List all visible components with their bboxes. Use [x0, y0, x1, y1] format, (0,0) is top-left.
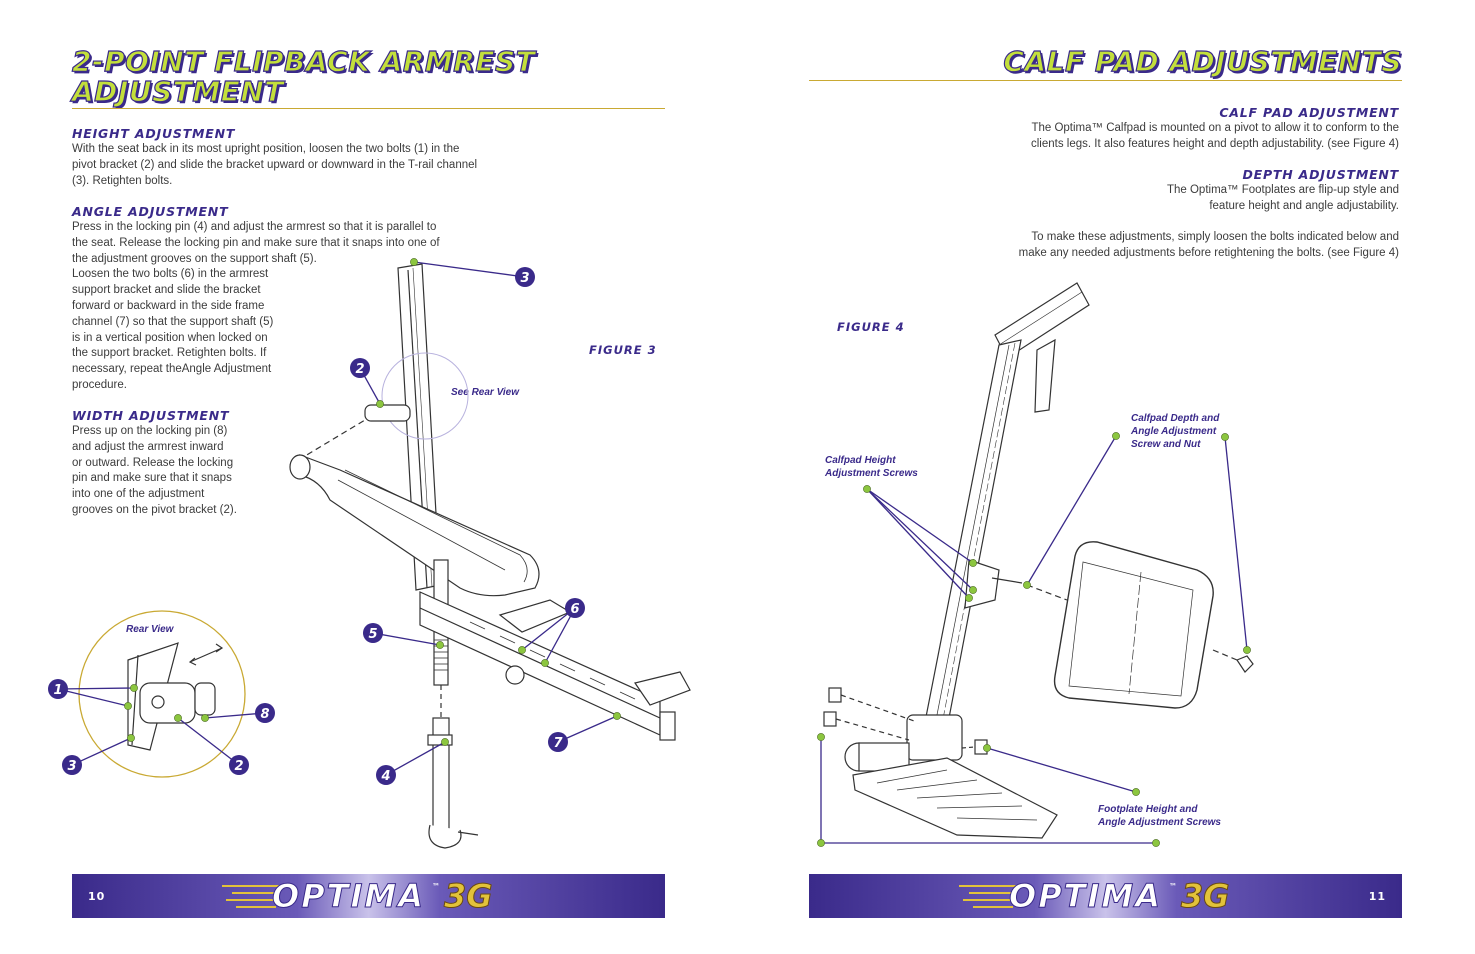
calf-pad-adjustment-heading: CALF PAD ADJUSTMENT	[1219, 105, 1399, 120]
page-number-left: 10	[88, 890, 106, 903]
svg-text:4: 4	[380, 769, 390, 784]
left-page-title: 2-POINT FLIPBACK ARMREST ADJUSTMENT	[71, 45, 536, 108]
right-page: CALF PAD ADJUSTMENTS CALF PAD ADJUSTMENT…	[737, 0, 1475, 954]
badge-8: 8	[255, 703, 275, 723]
badge-5: 5	[363, 623, 383, 643]
depth-adjustment-heading: DEPTH ADJUSTMENT	[1242, 167, 1399, 182]
left-page: 2-POINT FLIPBACK ARMREST ADJUSTMENT HEIG…	[0, 0, 737, 954]
width-adjustment-heading: WIDTH ADJUSTMENT	[72, 408, 230, 423]
calfpad-height-callout: Calfpad Height Adjustment Screws	[825, 455, 918, 479]
svg-text:7: 7	[553, 736, 563, 751]
svg-text:3: 3	[520, 271, 529, 286]
depth-adjustment-text: The Optima™ Footplates are flip-up style…	[1166, 184, 1399, 212]
svg-text:3: 3	[67, 759, 76, 774]
calf-pad-adjustment-text: The Optima™ Calfpad is mounted on a pivo…	[1031, 122, 1399, 150]
badge-2-rear: 2	[229, 755, 249, 775]
svg-text:8: 8	[260, 707, 269, 722]
optima-3g-logo: OPTIMA ™ 3G	[222, 877, 522, 915]
logo-trademark: ™	[1169, 882, 1177, 891]
logo-3g: 3G	[1181, 877, 1231, 915]
see-rear-view-label: See Rear View	[451, 387, 520, 398]
title-line-1: 2-POINT FLIPBACK ARMREST	[71, 45, 536, 78]
badge-6: 6	[565, 598, 585, 618]
figure-4-calfpad-diagram	[817, 282, 1254, 847]
width-adjustment-text: Press up on the locking pin (8) and adju…	[72, 425, 237, 516]
footplate-callout: Footplate Height and Angle Adjustment Sc…	[1098, 804, 1221, 828]
calfpad-depth-callout: Calfpad Depth and Angle Adjustment Screw…	[1131, 413, 1220, 450]
logo-trademark: ™	[432, 882, 440, 891]
adjustment-instructions-text: To make these adjustments, simply loosen…	[1018, 231, 1399, 259]
badge-4: 4	[376, 765, 396, 785]
svg-text:6: 6	[570, 602, 579, 617]
title-rule	[72, 108, 665, 109]
right-page-title: CALF PAD ADJUSTMENTS	[1003, 45, 1402, 78]
angle-adjustment-heading: ANGLE ADJUSTMENT	[72, 204, 229, 219]
svg-text:5: 5	[368, 627, 377, 642]
rear-view-label: Rear View	[126, 624, 174, 635]
svg-text:2: 2	[355, 362, 364, 377]
title-rule-right	[809, 80, 1402, 81]
height-adjustment-heading: HEIGHT ADJUSTMENT	[72, 126, 236, 141]
page-number-right: 11	[1368, 890, 1386, 903]
optima-3g-logo-right: OPTIMA ™ 3G	[959, 877, 1259, 915]
angle-adjustment-text: Press in the locking pin (4) and adjust …	[72, 221, 440, 391]
title-line-2: ADJUSTMENT	[71, 75, 284, 108]
speed-lines-icon	[959, 885, 1017, 908]
left-footer-bar: 10 OPTIMA ™ 3G	[72, 874, 665, 918]
figure-4-label: FIGURE 4	[837, 320, 905, 334]
figure-3-label: FIGURE 3	[589, 343, 657, 357]
logo-word: OPTIMA	[1009, 877, 1162, 915]
logo-word: OPTIMA	[272, 877, 425, 915]
badge-1: 1	[48, 679, 68, 699]
svg-text:2: 2	[234, 759, 243, 774]
badge-3-rear: 3	[62, 755, 82, 775]
badge-7: 7	[548, 732, 568, 752]
svg-text:1: 1	[53, 683, 62, 698]
badge-2-pivot: 2	[350, 358, 370, 378]
badge-3-top: 3	[515, 267, 535, 287]
logo-3g: 3G	[444, 877, 494, 915]
figure-3-armrest-diagram: 3 2 5 6 7 4 1 3 2 8	[48, 258, 691, 849]
speed-lines-icon	[222, 885, 280, 908]
height-adjustment-text: With the seat back in its most upright p…	[72, 143, 478, 187]
right-footer-bar: 11 OPTIMA ™ 3G	[809, 874, 1402, 918]
